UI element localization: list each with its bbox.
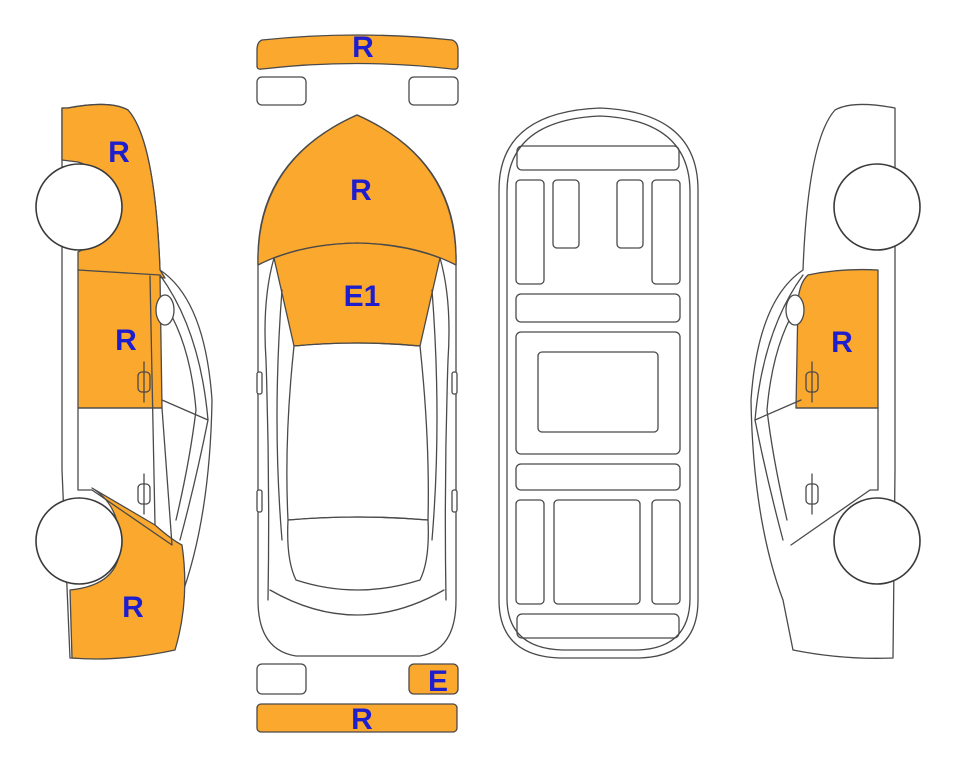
left-side-mirror <box>155 294 175 326</box>
right-front-door-handle <box>805 361 819 403</box>
right-tail-light-label: E <box>428 665 448 698</box>
front-bumper-panel[interactable] <box>256 34 459 70</box>
left-side-window-inner <box>161 299 197 521</box>
underbody-front-right-pocket <box>616 179 644 249</box>
left-rear-handle <box>256 489 263 513</box>
left-side-contour <box>264 257 275 601</box>
underbody-front-crossmember <box>516 145 680 171</box>
left-rear-door-outline <box>77 407 173 546</box>
right-front-door-label: R <box>831 326 853 359</box>
roof-panel <box>286 342 429 521</box>
trunk-outline <box>269 589 445 616</box>
underbody-floor-panel <box>515 331 681 455</box>
right-front-wheel[interactable] <box>833 163 921 251</box>
right-side-contour <box>439 257 450 601</box>
underbody-rear-left-rail <box>515 499 545 605</box>
left-front-door-handle <box>137 361 151 403</box>
right-side-window-inner <box>766 299 802 521</box>
underbody-inner-outline <box>506 115 691 651</box>
right-rear-handle <box>451 489 458 513</box>
underbody-rear-panel <box>516 613 680 639</box>
underbody-rear-right-rail <box>651 499 681 605</box>
rear-left-tail-light[interactable] <box>256 663 307 695</box>
left-door-sill <box>276 289 283 541</box>
front-right-headlight[interactable] <box>408 76 459 106</box>
right-rear-door-outline <box>790 407 879 546</box>
left-side-pillar <box>149 275 156 526</box>
rear-bumper-label: R <box>351 703 373 736</box>
underbody-rear-center <box>553 499 641 605</box>
windshield-label: E1 <box>344 280 381 313</box>
rear-window <box>287 516 429 591</box>
right-side-belt-line <box>754 399 802 421</box>
right-rear-door-handle <box>805 473 819 515</box>
front-bumper-label: R <box>352 31 374 64</box>
underbody-rear-crossmember <box>515 463 681 491</box>
left-front-wheel[interactable] <box>35 163 123 251</box>
underbody-firewall-crossmember <box>515 293 681 323</box>
left-side-belt-line <box>161 399 209 421</box>
right-side-body-outline <box>750 103 896 659</box>
hood-label: R <box>350 174 372 207</box>
left-rear-quarter-label: R <box>122 591 144 624</box>
right-rear-wheel[interactable] <box>833 497 921 585</box>
rear-right-tail-light[interactable] <box>408 663 459 695</box>
underbody-floor-inner <box>537 351 659 433</box>
left-front-door-label: R <box>115 324 137 357</box>
front-left-headlight[interactable] <box>256 76 307 106</box>
left-rear-door-handle <box>137 473 151 515</box>
rear-bumper-panel[interactable] <box>256 703 458 733</box>
right-mirror <box>451 371 458 395</box>
underbody-front-left-rail <box>515 179 545 285</box>
right-side-mirror <box>785 294 805 326</box>
underbody-front-left-pocket <box>552 179 580 249</box>
left-mirror <box>256 371 263 395</box>
left-front-fender-label: R <box>108 136 130 169</box>
underbody-front-right-rail <box>651 179 681 285</box>
left-rear-wheel[interactable] <box>35 497 123 585</box>
underbody-outline <box>498 107 699 659</box>
right-door-sill <box>431 289 438 541</box>
